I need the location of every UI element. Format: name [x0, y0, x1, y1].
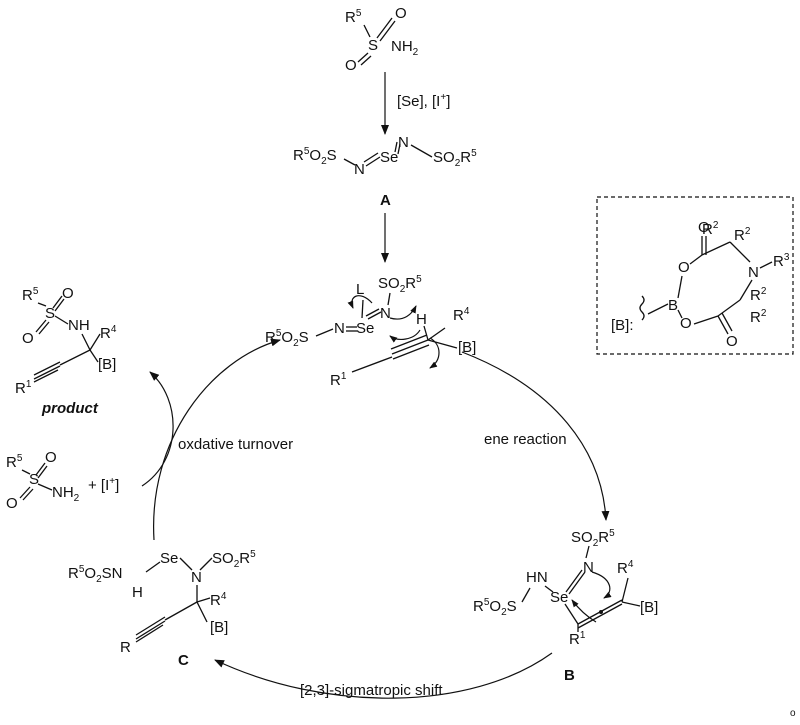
svg-text:O: O [395, 5, 407, 22]
svg-text:R1: R1 [330, 371, 347, 389]
label-c: C [178, 652, 189, 669]
product-structure: R5 O S O NH R4 [B] R1 [15, 285, 117, 397]
boron-key-box: [B]: B O O O R2 R2 N R3 R2 R2 O [596, 196, 794, 355]
svg-text:R3: R3 [773, 252, 790, 270]
ene-complex: L SO2R5 N R5O2S N Se H R4 [B] R1 [265, 274, 476, 389]
recycled-sulfonamide: R5 O S O NH2 [6, 449, 80, 512]
svg-text:N: N [334, 320, 345, 337]
svg-text:N: N [354, 161, 365, 178]
svg-text:[B]: [B] [210, 619, 228, 636]
svg-text:R5: R5 [22, 286, 39, 304]
svg-text:R4: R4 [100, 324, 117, 342]
svg-text:NH: NH [68, 317, 90, 334]
svg-text:N: N [748, 264, 759, 281]
svg-text:O: O [698, 219, 710, 236]
svg-text:Se: Se [380, 149, 398, 166]
sigmatropic-arrow [214, 652, 553, 699]
svg-text:R5O2SN: R5O2SN [68, 564, 123, 585]
svg-text:NH2: NH2 [391, 38, 419, 58]
svg-text:[B]: [B] [98, 356, 116, 373]
product-label: product [41, 400, 99, 417]
svg-text:R2: R2 [702, 220, 719, 238]
svg-text:H: H [132, 584, 143, 601]
svg-text:R5O2S: R5O2S [293, 146, 337, 167]
oxidant-plus: + [I+] [88, 476, 119, 494]
svg-text:R5O2S: R5O2S [265, 328, 309, 349]
svg-text:R1: R1 [15, 379, 32, 397]
svg-text:O: O [680, 315, 692, 332]
svg-text:O: O [62, 285, 74, 302]
svg-text:H: H [416, 311, 427, 328]
svg-text:R1: R1 [569, 630, 586, 648]
svg-text:S: S [45, 305, 55, 322]
label-b: B [564, 667, 575, 684]
svg-text:B: B [668, 297, 678, 314]
svg-text:N: N [191, 569, 202, 586]
step1-reagents: [Se], [I+] [397, 92, 450, 110]
svg-text:O: O [678, 259, 690, 276]
svg-text:SO2R5: SO2R5 [212, 549, 256, 570]
svg-text:R2: R2 [750, 286, 767, 304]
starting-sulfonamide: R5 O S O NH2 [345, 5, 419, 74]
svg-text:R2: R2 [750, 308, 767, 326]
svg-text:N: N [380, 305, 391, 322]
svg-text:R4: R4 [453, 306, 470, 324]
ene-reaction-label: ene reaction [484, 431, 567, 448]
svg-text:SO2R5: SO2R5 [378, 274, 422, 295]
svg-text:R4: R4 [210, 591, 227, 609]
svg-text:R5: R5 [6, 453, 23, 471]
svg-text:Se: Se [356, 320, 374, 337]
svg-text:R5O2S: R5O2S [473, 597, 517, 618]
svg-text:HN: HN [526, 569, 548, 586]
svg-text:S: S [368, 37, 378, 54]
oxidative-turnover-arc [153, 338, 281, 541]
svg-text:O: O [22, 330, 34, 347]
svg-text:[B]: [B] [640, 599, 658, 616]
svg-text:Se: Se [160, 550, 178, 567]
svg-text:R2: R2 [734, 226, 751, 244]
svg-text:NH2: NH2 [52, 484, 80, 504]
svg-text:L: L [356, 281, 364, 298]
stray-mark: o [790, 708, 796, 719]
svg-text:N: N [398, 134, 409, 151]
svg-text:SO2R5: SO2R5 [571, 528, 615, 549]
sigmatropic-label: [2,3]-sigmatropic shift [300, 682, 443, 699]
compound-b: SO2R5 N HN Se R5O2S R4 [B] R1 [473, 528, 658, 648]
svg-text:SO2R5: SO2R5 [433, 148, 477, 169]
compound-c: Se SO2R5 R5O2SN H N R4 [B] R [68, 549, 256, 656]
label-a: A [380, 192, 391, 209]
svg-text:O: O [345, 57, 357, 74]
svg-text:R: R [120, 639, 131, 656]
svg-text:R4: R4 [617, 559, 634, 577]
oxidative-turnover-label: oxdative turnover [178, 436, 293, 453]
svg-text:O: O [45, 449, 57, 466]
svg-text:[B]:: [B]: [611, 317, 634, 334]
svg-text:O: O [6, 495, 18, 512]
svg-text:Se: Se [550, 589, 568, 606]
compound-a: R5O2S N Se N SO2R5 [293, 134, 477, 178]
product-release-arrow [141, 371, 174, 487]
svg-text:S: S [29, 471, 39, 488]
ene-reaction-arrow [461, 351, 610, 521]
svg-text:O: O [726, 333, 738, 350]
svg-text:N: N [583, 559, 594, 576]
svg-text:R5: R5 [345, 8, 362, 26]
